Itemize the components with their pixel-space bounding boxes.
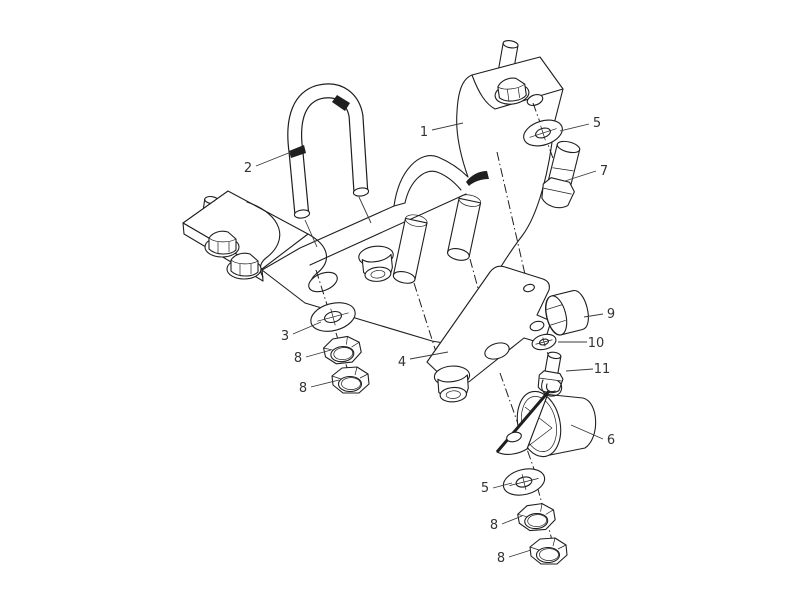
- lower-bracket-bolt: [433, 364, 472, 404]
- nut-8-bottom-lower: [529, 537, 568, 565]
- callout-label: 8: [497, 551, 505, 566]
- callout-label: 8: [294, 351, 302, 366]
- callout-label: 5: [481, 481, 489, 496]
- u-bolt-weld-left: [289, 145, 306, 158]
- callout-leader: [565, 171, 596, 181]
- callout-label: 8: [299, 381, 307, 396]
- callout-label: 5: [593, 116, 601, 131]
- box-hole: [526, 93, 544, 108]
- bracket-body: [262, 57, 563, 345]
- callout-leader: [306, 350, 331, 357]
- lower-bracket: [427, 266, 551, 404]
- callout-label: 6: [607, 433, 615, 448]
- nut-8-bottom-upper: [516, 502, 557, 532]
- flange-slot-hole: [306, 268, 340, 295]
- callout-label: 4: [398, 355, 406, 370]
- stud-c: [446, 193, 481, 262]
- callout-label: 2: [244, 161, 252, 176]
- u-bolt: [289, 91, 371, 247]
- bracket-arch-weld: [466, 171, 489, 186]
- main-bracket: [183, 40, 563, 345]
- callout-label: 10: [588, 336, 605, 351]
- callout-leader: [509, 550, 531, 557]
- callout-leader: [502, 516, 522, 524]
- washer-5-bottom: [500, 464, 548, 500]
- bumper: [542, 288, 592, 337]
- stud-b: [392, 213, 428, 285]
- callout-leader: [432, 123, 463, 130]
- callout-leader: [293, 322, 321, 334]
- gusset-hole: [506, 431, 523, 444]
- bolt-11: [537, 350, 568, 394]
- callout-label: 1: [420, 125, 428, 140]
- cylinder-mount: [497, 380, 596, 461]
- bracket-arch: [394, 171, 461, 206]
- callout-leader: [410, 352, 448, 359]
- lower-bracket-hole-small: [523, 283, 535, 293]
- callout-leader: [566, 369, 593, 371]
- lower-bracket-slot: [483, 340, 511, 362]
- callout-leader: [493, 483, 512, 488]
- lower-bracket-hole-tab: [529, 320, 545, 332]
- callout-label: 8: [490, 518, 498, 533]
- callout-label: 9: [607, 307, 615, 322]
- callout-leader: [256, 152, 291, 166]
- mounting-stud-top-right: [499, 40, 519, 72]
- callout-leader: [560, 124, 589, 131]
- bracket-fold-line: [310, 194, 466, 265]
- u-bolt-weld-right: [332, 95, 350, 111]
- callout-leader: [584, 314, 603, 317]
- clip: [542, 380, 562, 396]
- bracket-box-edge: [472, 75, 563, 109]
- callout-label: 11: [594, 362, 611, 377]
- callout-label: 7: [600, 164, 608, 179]
- callout-leader: [311, 380, 339, 387]
- nut-8-left-upper: [322, 334, 363, 366]
- callout-label: 3: [281, 329, 289, 344]
- callout-leader: [571, 425, 603, 439]
